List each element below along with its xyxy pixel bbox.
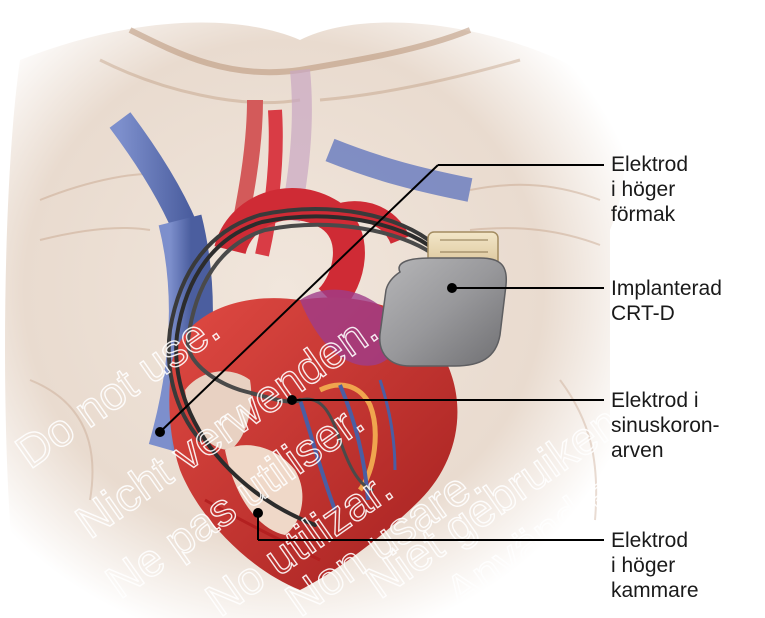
label-line: CRT-D — [611, 301, 722, 326]
label-right-ventricle-lead: Elektrod i höger kammare — [611, 528, 699, 603]
label-implanted-device: Implanterad CRT-D — [611, 276, 722, 326]
label-line: Elektrod — [611, 528, 699, 553]
label-line: i höger — [611, 553, 699, 578]
label-line: förmak — [611, 202, 688, 227]
label-right-atrium-lead: Elektrod i höger förmak — [611, 152, 688, 227]
label-line: i höger — [611, 177, 688, 202]
label-line: kammare — [611, 578, 699, 603]
label-line: arven — [611, 438, 720, 463]
label-line: sinuskoron- — [611, 413, 720, 438]
label-line: Elektrod — [611, 152, 688, 177]
label-line: Elektrod i — [611, 388, 720, 413]
label-line: Implanterad — [611, 276, 722, 301]
label-coronary-sinus-lead: Elektrod i sinuskoron- arven — [611, 388, 720, 463]
